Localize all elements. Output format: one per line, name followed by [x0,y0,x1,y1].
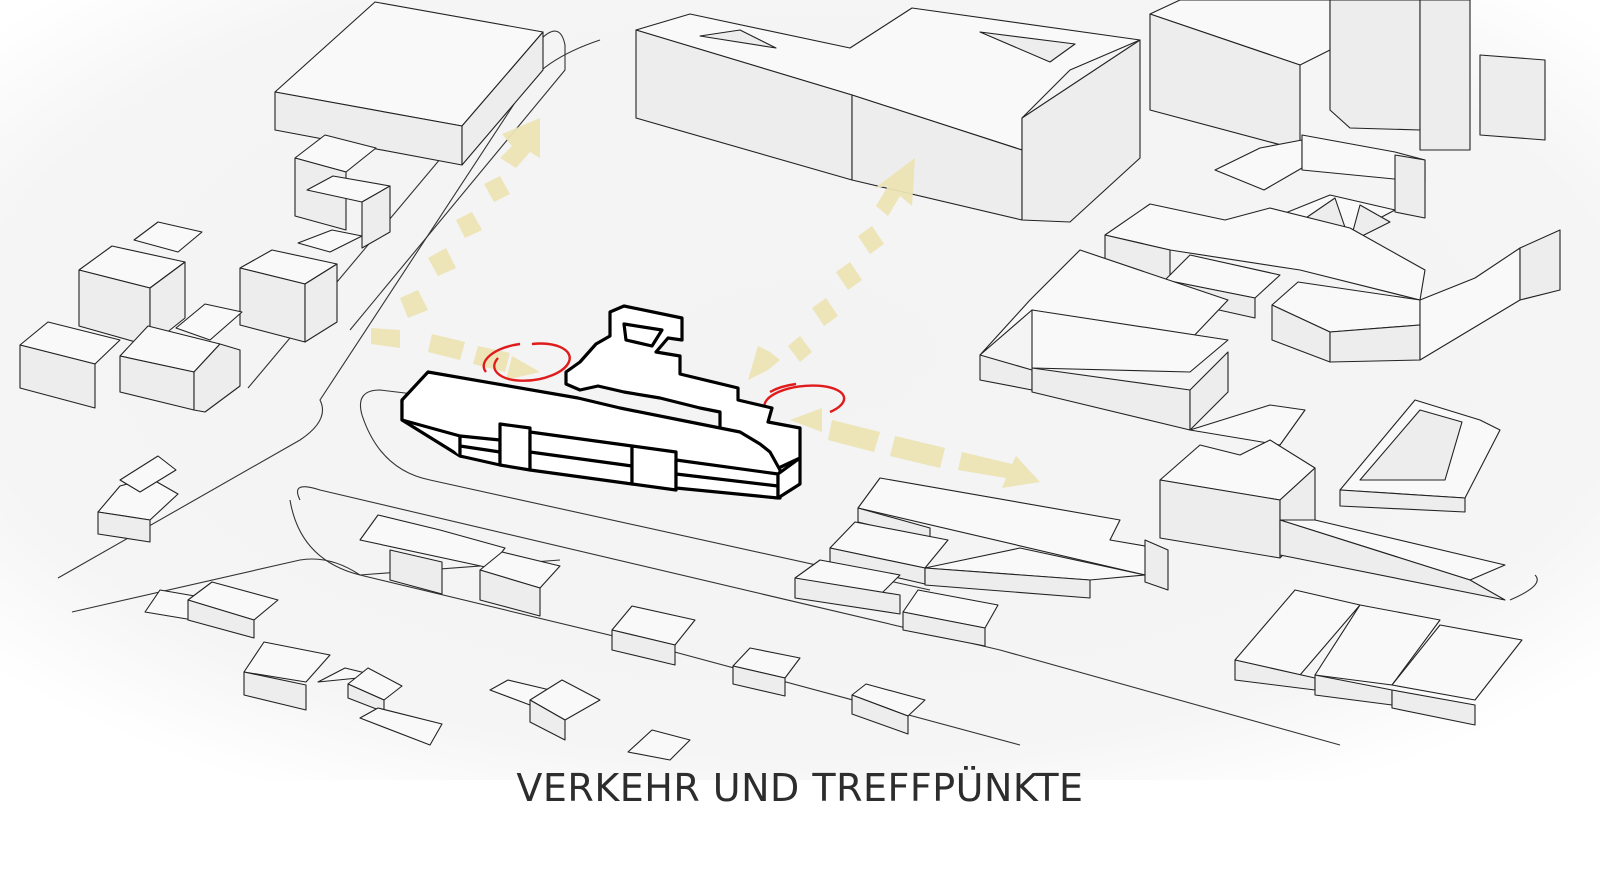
movement-arrows [371,118,1040,488]
meeting-point-west [482,342,571,382]
context-buildings [19,0,1561,761]
meeting-points [482,342,846,414]
diagram-caption: VERKEHR UND TREFFPÜNKTE [516,766,1084,810]
focus-building [400,304,802,500]
meeting-point-east [763,382,846,414]
site-diagram [0,0,1600,780]
